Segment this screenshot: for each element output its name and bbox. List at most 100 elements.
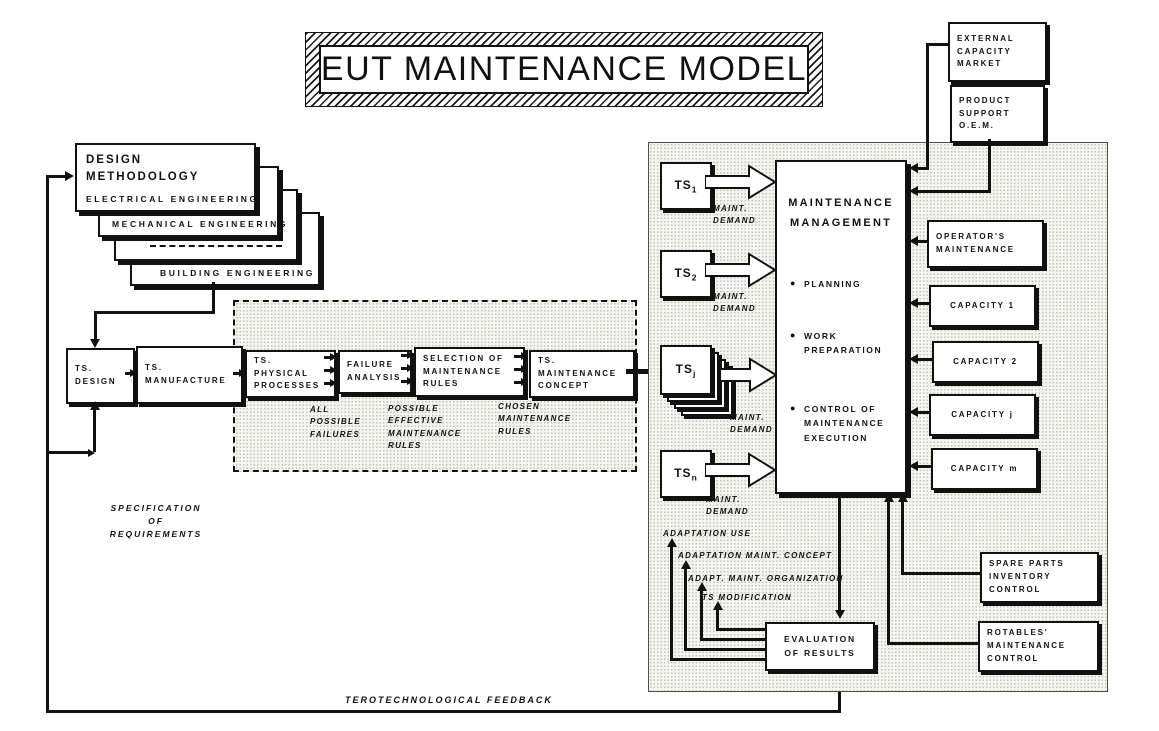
page-title: EUT MAINTENANCE MODEL xyxy=(319,45,809,94)
note-chosen-rules: CHOSEN MAINTENANCE RULES xyxy=(498,402,572,436)
operators-maintenance-box: OPERATOR'S MAINTENANCE xyxy=(927,220,1044,268)
bullet-planning-label: PLANNING xyxy=(804,279,862,289)
ts-modification-line-v xyxy=(716,608,719,631)
mgmt-to-evaluation-line xyxy=(838,496,841,610)
external-capacity-market-box: EXTERNAL CAPACITY MARKET xyxy=(948,22,1047,82)
pso-line-v xyxy=(988,139,991,193)
rotables-arrowhead xyxy=(883,493,894,502)
triple-arrowhead xyxy=(521,365,528,373)
capacity-2-label: CAPACITY 2 xyxy=(953,356,1018,366)
triple-arrowhead xyxy=(521,352,528,360)
evaluation-of-results-label: EVALUATION OF RESULTS xyxy=(784,633,856,658)
title-hatched-frame: EUT MAINTENANCE MODEL xyxy=(305,32,823,107)
note-all-possible-failures: ALL POSSIBLE FAILURES xyxy=(310,405,361,439)
ts1-label: TS1 xyxy=(674,177,698,195)
tsn-demand-block-arrow xyxy=(705,452,777,488)
capacity-m-label: CAPACITY m xyxy=(950,463,1019,473)
product-support-oem-box: PRODUCT SUPPORT O.E.M. xyxy=(950,85,1045,143)
feedback-trunk-line xyxy=(46,175,49,712)
line-to-design-methodology xyxy=(46,175,66,178)
capacity-1-label: CAPACITY 1 xyxy=(950,300,1015,310)
line-into-ts-design-bottom xyxy=(93,408,96,452)
ts-modification-line-h xyxy=(716,628,765,631)
stack-down-line xyxy=(212,282,215,314)
ts-manufacture-label: TS. MANUFACTURE xyxy=(145,363,227,385)
spare-parts-arrowhead xyxy=(897,493,908,502)
ts-maintenance-concept-box: TS. MAINTENANCE CONCEPT xyxy=(529,350,635,398)
ts-maintenance-concept-label: TS. MAINTENANCE CONCEPT xyxy=(538,355,617,391)
bullet-planning: ● PLANNING xyxy=(790,277,861,291)
product-support-oem-label: PRODUCT SUPPORT O.E.M. xyxy=(959,95,1012,131)
design-to-manufacture-line xyxy=(125,372,133,375)
bullet-icon: ● xyxy=(790,330,798,340)
capacity-2-line xyxy=(917,358,932,361)
tsn-label: TSn xyxy=(674,465,698,483)
stack-layer-electrical-label: ELECTRICAL ENGINEERING xyxy=(86,194,259,204)
triple-arrowhead xyxy=(330,353,337,361)
ts-physical-processes-label: TS. PHYSICAL PROCESSES xyxy=(254,355,320,391)
triple-arrow-line xyxy=(324,356,332,359)
bullet-work-preparation: ● WORK PREPARATION xyxy=(790,329,882,358)
tsj-label: TSj xyxy=(675,361,697,379)
manufacture-to-physical-arrowhead xyxy=(239,369,246,377)
specification-of-requirements-label: SPECIFICATION OF REQUIREMENTS xyxy=(109,503,203,540)
adaptation-concept-arrowhead xyxy=(680,560,691,569)
stack-layer-mechanical-label: MECHANICAL ENGINEERING xyxy=(112,219,289,229)
adaptation-organization-arrowhead xyxy=(696,582,707,591)
adaptation-organization-line-v xyxy=(700,589,703,641)
adapt-maint-organization-label: ADAPT. MAINT. ORGANIZATION xyxy=(688,574,844,583)
feedback-branch-line xyxy=(46,451,90,454)
bullet-work-preparation-label: WORK PREPARATION xyxy=(804,331,883,356)
selection-of-maintenance-rules-box: SELECTION OF MAINTENANCE RULES xyxy=(414,347,525,397)
ts2-maint-demand-label: MAINT. DEMAND xyxy=(713,292,756,314)
tsn-maint-demand-label: MAINT. DEMAND xyxy=(706,495,749,517)
terotechnological-feedback-label: TEROTECHNOLOGICAL FEEDBACK xyxy=(345,695,553,705)
bullet-icon: ● xyxy=(790,278,798,288)
tsj-demand-block-arrow xyxy=(720,357,778,393)
design-to-manufacture-arrowhead xyxy=(130,369,137,377)
ts1-demand-block-arrow xyxy=(705,164,777,200)
triple-arrow-line xyxy=(324,369,332,372)
capacity-1-arrowhead xyxy=(909,298,918,308)
ts1-maint-demand-label: MAINT. DEMAND xyxy=(713,204,756,226)
triple-arrowhead xyxy=(330,379,337,387)
ts2-demand-block-arrow xyxy=(705,252,777,288)
ts1-box: TS1 xyxy=(660,162,712,210)
rotables-line-h xyxy=(887,642,978,645)
capacity-1-line xyxy=(917,302,929,305)
adaptation-use-line-v xyxy=(670,545,673,661)
adaptation-organization-line-h xyxy=(700,638,765,641)
terotechnological-feedback-line xyxy=(46,710,841,713)
stack-layer-building-label: BUILDING ENGINEERING xyxy=(160,268,315,278)
mgmt-to-evaluation-arrowhead xyxy=(834,610,845,619)
triple-arrow-line xyxy=(514,381,523,384)
concept-to-tsj-thick-line xyxy=(626,369,652,374)
note-possible-effective-rules: POSSIBLE EFFECTIVE MAINTENANCE RULES xyxy=(388,404,462,451)
arrowhead-into-ts-design-bottom xyxy=(89,401,100,410)
adaptation-use-label: ADAPTATION USE xyxy=(663,529,752,538)
operators-maintenance-label: OPERATOR'S MAINTENANCE xyxy=(936,232,1015,254)
ecm-arrowhead xyxy=(909,163,918,173)
ecm-line-h xyxy=(926,43,949,46)
capacity-j-arrowhead xyxy=(909,407,918,417)
ecm-line-v xyxy=(926,43,929,170)
triple-arrowhead xyxy=(407,377,414,385)
capacity-2-arrowhead xyxy=(909,354,918,364)
arrowhead-into-ts-design-top xyxy=(90,339,100,348)
triple-arrow-line xyxy=(514,368,523,371)
capacity-j-label: CAPACITY j xyxy=(951,409,1014,419)
rotables-line-v xyxy=(887,500,890,645)
ts-modification-arrowhead xyxy=(712,601,723,610)
spare-parts-inventory-control-box: SPARE PARTS INVENTORY CONTROL xyxy=(980,552,1099,603)
manufacture-to-physical-line xyxy=(233,372,240,375)
triple-arrowhead xyxy=(407,364,414,372)
ts-physical-processes-box: TS. PHYSICAL PROCESSES xyxy=(245,350,336,398)
operators-line xyxy=(917,240,929,243)
arrowhead-feedback-branch xyxy=(88,448,95,457)
triple-arrow-line xyxy=(514,355,523,358)
capacity-2-box: CAPACITY 2 xyxy=(932,341,1039,383)
adaptation-use-line-h xyxy=(670,658,765,661)
ts-manufacture-box: TS. MANUFACTURE xyxy=(136,346,243,404)
rotables-maintenance-control-box: ROTABLES' MAINTENANCE CONTROL xyxy=(978,621,1099,672)
